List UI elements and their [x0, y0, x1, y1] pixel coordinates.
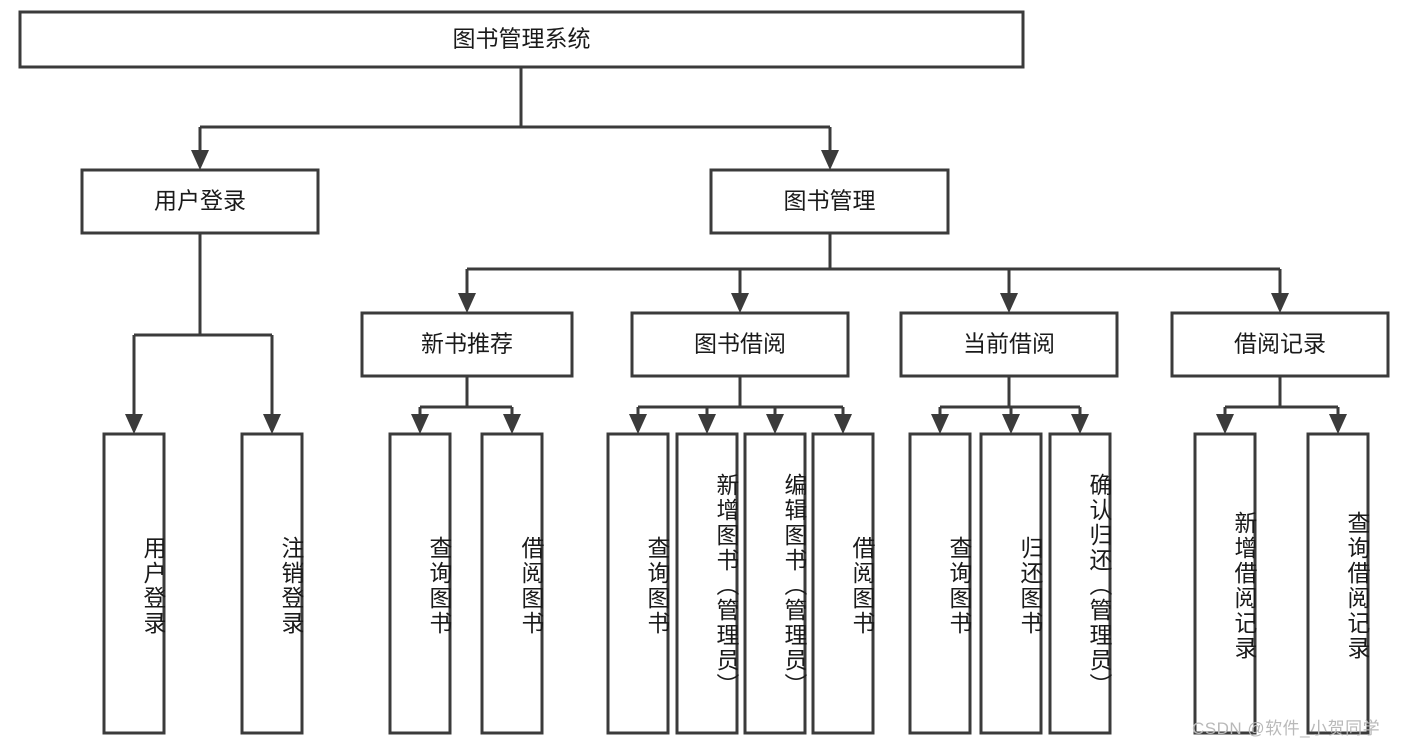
node-current-borrow-box: [899, 311, 1119, 378]
node-leaf-borrow-book-recommend-box: [480, 432, 544, 735]
connector-arrowhead: [1329, 414, 1347, 434]
connector-arrowhead: [629, 414, 647, 434]
connector-arrowhead: [503, 414, 521, 434]
connector-arrowhead: [698, 414, 716, 434]
node-book-borrow-box: [630, 311, 850, 378]
connector-arrowhead: [263, 414, 281, 434]
node-book-management-label: 图书管理: [784, 188, 876, 214]
connector-arrowhead: [1002, 414, 1020, 434]
connectors-layer: [125, 67, 1347, 434]
connector-arrowhead: [731, 293, 749, 313]
node-leaf-query-book-borrow-box: [606, 432, 670, 735]
connector-arrowhead: [931, 414, 949, 434]
connector-arrowhead: [766, 414, 784, 434]
node-leaf-borrow-book-box: [811, 432, 875, 735]
node-book-borrow-label: 图书借阅: [694, 331, 786, 357]
connector-arrowhead: [834, 414, 852, 434]
connector-arrowhead: [191, 150, 209, 170]
connector-arrowhead: [1000, 293, 1018, 313]
node-boxes-layer: [18, 10, 1390, 735]
connector-arrowhead: [1071, 414, 1089, 434]
node-leaf-confirm-return-box: [1048, 432, 1112, 735]
connector-arrowhead: [411, 414, 429, 434]
node-book-management-box: [709, 168, 950, 235]
node-leaf-logout-box: [240, 432, 304, 735]
connector-arrowhead: [458, 293, 476, 313]
node-user-login-box: [80, 168, 320, 235]
node-borrow-record-label: 借阅记录: [1234, 331, 1326, 357]
connector-arrowhead: [1216, 414, 1234, 434]
node-leaf-user-login-box: [102, 432, 166, 735]
node-new-book-recommend-box: [360, 311, 574, 378]
node-user-login-label: 用户登录: [154, 188, 246, 214]
node-leaf-edit-book-box: [743, 432, 807, 735]
node-leaf-add-borrow-record-box: [1193, 432, 1257, 735]
watermark-text: CSDN @软件_小贺同学: [1192, 719, 1381, 738]
node-root-box: [18, 10, 1025, 69]
node-leaf-query-book-current-box: [908, 432, 972, 735]
connector-arrowhead: [1271, 293, 1289, 313]
node-leaf-return-book-box: [979, 432, 1043, 735]
node-borrow-record-box: [1170, 311, 1390, 378]
connector-arrowhead: [821, 150, 839, 170]
node-current-borrow-label: 当前借阅: [963, 331, 1055, 357]
node-new-book-recommend-label: 新书推荐: [421, 331, 513, 357]
node-leaf-query-book-recommend-box: [388, 432, 452, 735]
connector-arrowhead: [125, 414, 143, 434]
node-root-label: 图书管理系统: [453, 26, 591, 52]
node-leaf-add-book-box: [675, 432, 739, 735]
node-leaf-query-borrow-record-box: [1306, 432, 1370, 735]
